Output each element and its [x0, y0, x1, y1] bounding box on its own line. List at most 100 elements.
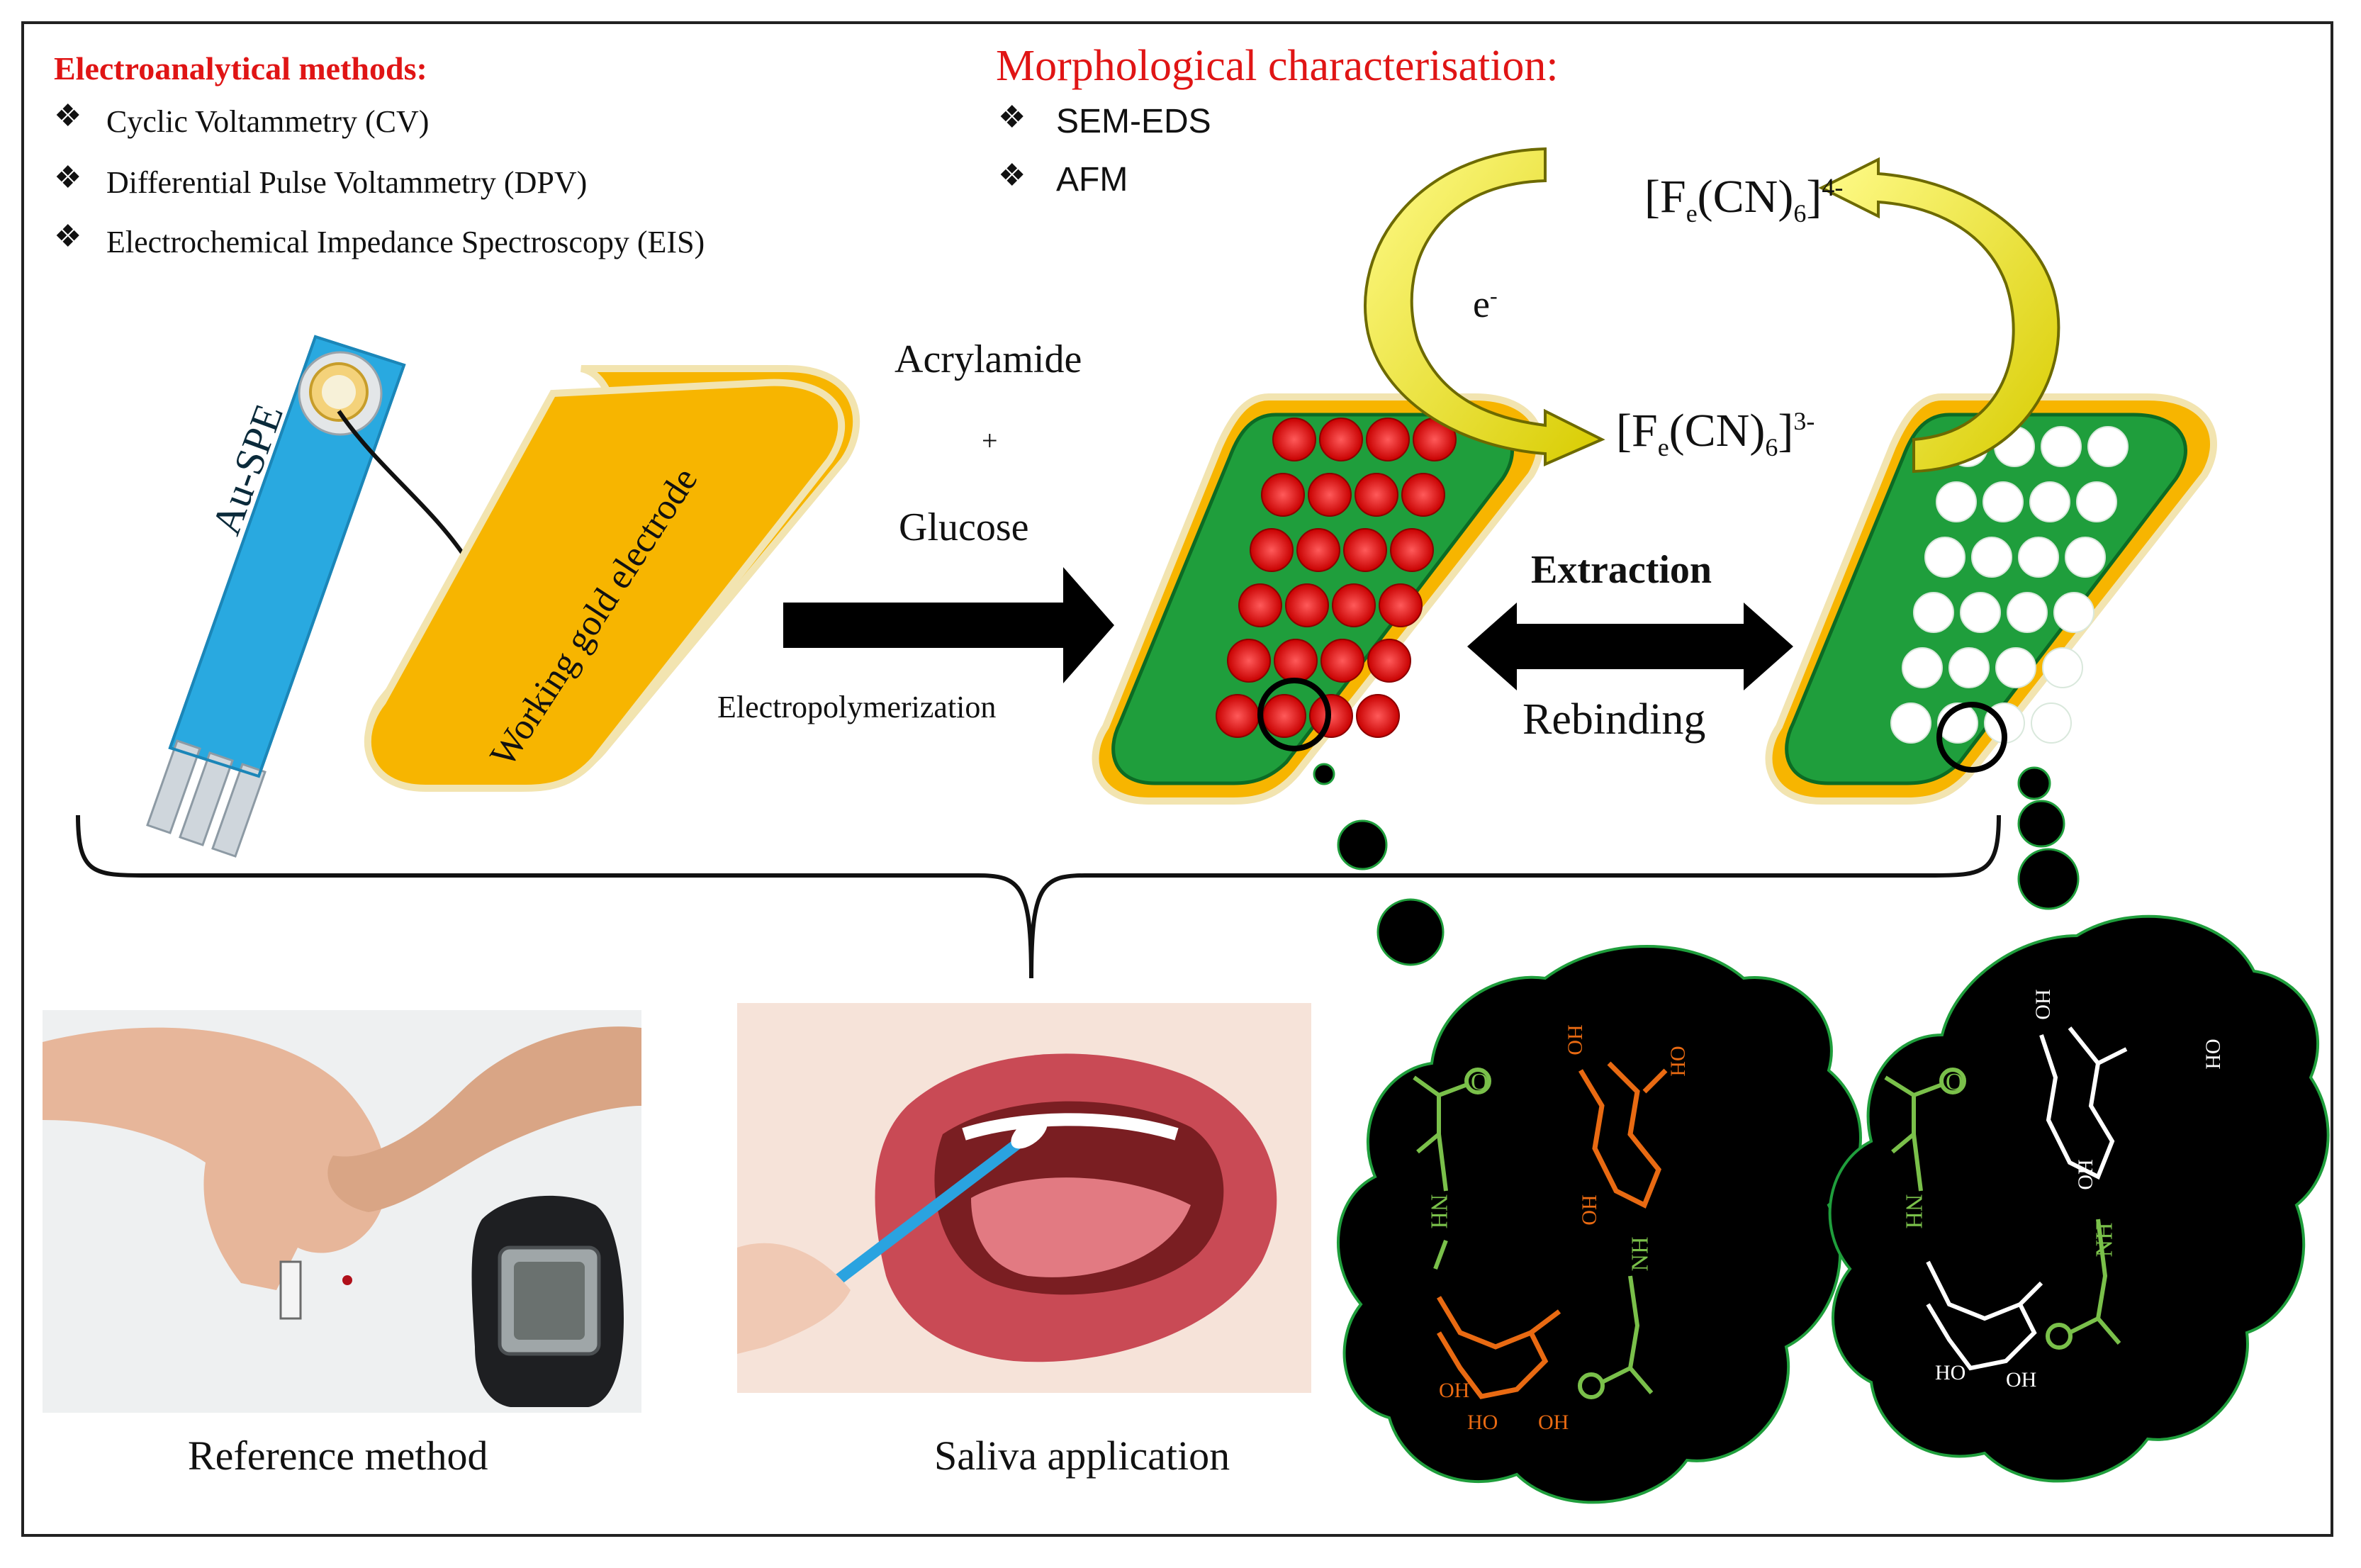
- ferricyanide-label: [Fe(CN)6]3-: [1616, 404, 1815, 462]
- template-dot: [1320, 639, 1364, 683]
- atom-label: O: [1946, 1069, 1963, 1095]
- cavity-dot: [2087, 426, 2129, 467]
- glucometer-device: [471, 1195, 624, 1407]
- highlight-circle: [1936, 702, 2007, 773]
- atom-label: NH: [1425, 1194, 1452, 1229]
- atom-label: OH: [1666, 1046, 1690, 1077]
- atom-label: HO: [2031, 989, 2055, 1020]
- morphological-title: Morphological characterisation:: [996, 42, 1559, 90]
- cavity-dot: [1995, 647, 2036, 688]
- template-dot: [1332, 583, 1376, 627]
- tongue: [971, 1177, 1191, 1277]
- working-gold-electrode: [364, 365, 860, 792]
- formula-charge: 4-: [1822, 173, 1844, 201]
- cavity-dot: [2042, 647, 2083, 688]
- blood-drop-icon: [342, 1275, 352, 1285]
- template-dot: [1343, 528, 1387, 572]
- atom-label: OH: [2201, 1038, 2225, 1070]
- template-dot: [1308, 473, 1352, 517]
- template-dot: [1285, 583, 1329, 627]
- glucose-molecule-right-1: [2039, 1026, 2128, 1180]
- atom-label: HO: [1563, 1024, 1587, 1055]
- template-dot: [1379, 583, 1423, 627]
- glucose-molecule-left-2: [1436, 1296, 1561, 1399]
- cotton-tip: [1011, 1116, 1048, 1149]
- mip-electrode-extracted: [1765, 393, 2217, 805]
- template-dot: [1272, 418, 1316, 461]
- glucose-molecule-left-1: [1578, 1061, 1668, 1209]
- reagent-glucose: Glucose: [899, 505, 1029, 549]
- cavity-dot: [1913, 592, 1954, 633]
- template-dot: [1367, 639, 1411, 683]
- formula-part: ]: [1806, 171, 1822, 223]
- formula-sub: 6: [1793, 199, 1807, 228]
- template-dot: [1227, 639, 1271, 683]
- atom-label: NH: [1900, 1194, 1927, 1229]
- cavity-dot: [1924, 537, 1965, 578]
- cavity-dot: [2065, 537, 2106, 578]
- atom-label: HO: [2073, 1159, 2097, 1190]
- formula-charge: 3-: [1793, 407, 1815, 435]
- cavity-dot: [1902, 647, 1943, 688]
- formula-sub: e: [1657, 433, 1669, 462]
- reference-method-caption: Reference method: [188, 1433, 488, 1479]
- cavity-dot: [2029, 481, 2070, 522]
- atom-label: NH: [2091, 1222, 2118, 1258]
- cavity-dot: [2031, 702, 2072, 744]
- highlight-circle: [1257, 678, 1331, 751]
- template-dot: [1296, 528, 1340, 572]
- electropolymerization-label: Electropolymerization: [717, 690, 997, 724]
- reagent-plus: +: [982, 425, 998, 457]
- atom-label: NH: [1627, 1236, 1654, 1272]
- saliva-application-caption: Saliva application: [934, 1433, 1230, 1479]
- diamond-bullet-icon: ❖: [998, 158, 1026, 193]
- extraction-rebinding-arrow: [1467, 603, 1793, 690]
- cavity-dot: [2076, 481, 2117, 522]
- formula-part: [F: [1644, 171, 1686, 223]
- diamond-bullet-icon: ❖: [54, 160, 82, 195]
- formula-sub: e: [1686, 199, 1698, 228]
- atom-label: OH: [1538, 1411, 1569, 1434]
- method-cv: Cyclic Voltammetry (CV): [106, 104, 430, 139]
- reagent-acrylamide: Acrylamide: [895, 337, 1082, 381]
- template-dot: [1319, 418, 1363, 461]
- cavity-dot: [2053, 592, 2094, 633]
- template-dot: [1250, 528, 1294, 572]
- template-dot: [1309, 694, 1353, 738]
- mip-electrode-with-template: [1092, 393, 1544, 805]
- reference-method-photo: [43, 1010, 641, 1413]
- atom-label: OH: [1439, 1379, 1470, 1402]
- morph-sem-eds: SEM-EDS: [1056, 103, 1211, 140]
- hand: [737, 1243, 851, 1354]
- acrylamide-molecule-right-2: [2046, 1219, 2121, 1350]
- saliva-application-photo: [737, 1003, 1311, 1393]
- template-dot: [1366, 418, 1410, 461]
- test-strip: [279, 1260, 302, 1320]
- cavity-dot: [1890, 702, 1931, 744]
- thought-bubble-right: [1828, 766, 2330, 1483]
- cavity-dots: [1890, 426, 2129, 744]
- diamond-bullet-icon: ❖: [54, 99, 82, 133]
- acrylamide-molecule-left-2: [1578, 1275, 1654, 1399]
- figure-border: [21, 21, 2333, 1537]
- electron-charge: -: [1489, 283, 1498, 308]
- atom-label: O: [1471, 1069, 1488, 1095]
- template-dot: [1262, 694, 1306, 738]
- formula-sub: 6: [1765, 433, 1778, 462]
- formula-part: (CN): [1669, 405, 1766, 457]
- cavity-dot: [2018, 537, 2059, 578]
- template-dot: [1274, 639, 1318, 683]
- cavity-dot: [1983, 481, 2024, 522]
- formula-part: [F: [1616, 405, 1658, 457]
- method-dpv: Differential Pulse Voltammetry (DPV): [106, 165, 588, 200]
- template-dot: [1356, 694, 1400, 738]
- template-dot: [1401, 473, 1445, 517]
- swab-stick: [812, 1136, 1024, 1302]
- glucose-molecule-right-2: [1926, 1260, 2043, 1371]
- cavity-dot: [1960, 592, 2001, 633]
- cavity-dot: [1948, 647, 1990, 688]
- cavity-dot: [2007, 592, 2048, 633]
- redox-cycle-arrows: [1364, 147, 2060, 474]
- diamond-bullet-icon: ❖: [54, 219, 82, 254]
